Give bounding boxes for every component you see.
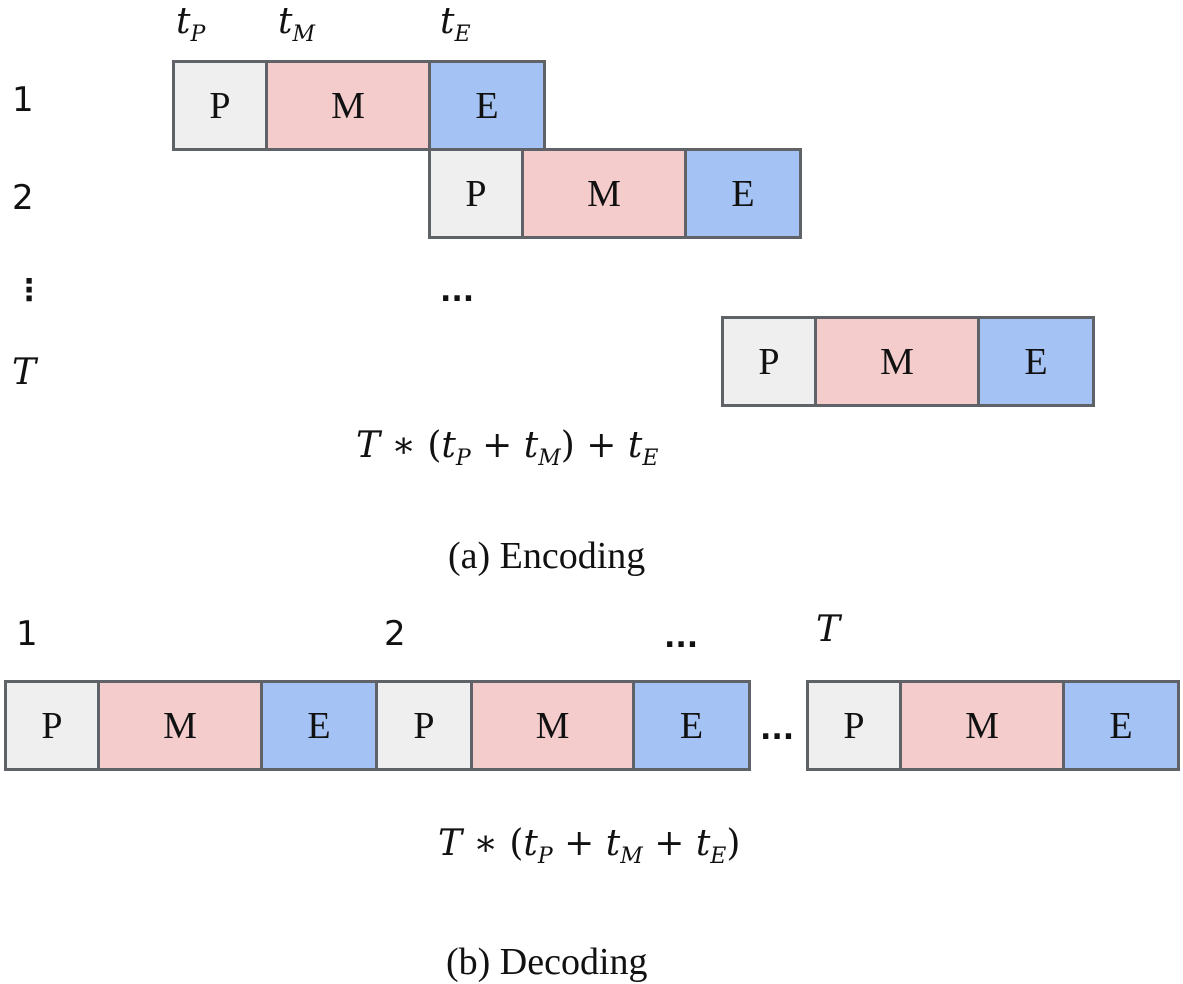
row-label-1: 1 xyxy=(12,80,34,120)
enc-row1-block-e: E xyxy=(428,60,546,151)
dec-stepT-block-p: P xyxy=(806,680,902,771)
header-te: tE xyxy=(440,1,471,47)
dec-stepT-block-e: E xyxy=(1062,680,1180,771)
enc-rowT-block-p: P xyxy=(721,316,817,407)
row-label-vdots: ⋮ xyxy=(14,273,44,308)
header-tm: tM xyxy=(278,1,315,47)
row-label-T: T xyxy=(12,352,37,393)
enc-row1-block-p: P xyxy=(172,60,268,151)
enc-ellipsis: ... xyxy=(440,274,475,309)
dec-ellipsis: ... xyxy=(760,712,795,747)
dec-step-label-1: 1 xyxy=(16,614,38,654)
header-tp: tP xyxy=(176,1,206,47)
enc-row1-block-m: M xyxy=(265,60,431,151)
enc-row2-block-e: E xyxy=(684,148,802,239)
decoding-formula: T ∗ (tP + tM + tE) xyxy=(438,823,741,869)
dec-stepT-block-m: M xyxy=(899,680,1065,771)
row-label-2: 2 xyxy=(12,178,34,218)
enc-rowT-block-m: M xyxy=(814,316,980,407)
encoding-formula: T ∗ (tP + tM) + tE xyxy=(356,425,659,471)
encoding-caption: (a) Encoding xyxy=(448,535,646,577)
enc-rowT-block-e: E xyxy=(977,316,1095,407)
dec-step2-block-p: P xyxy=(375,680,473,771)
dec-step1-block-p: P xyxy=(4,680,100,771)
dec-step-label-T: T xyxy=(816,609,841,650)
dec-step-label-ellipsis: ... xyxy=(664,620,699,655)
enc-row2-block-p: P xyxy=(428,148,524,239)
dec-step1-block-e: E xyxy=(260,680,378,771)
dec-step2-block-m: M xyxy=(470,680,635,771)
dec-step2-block-e: E xyxy=(632,680,751,771)
decoding-caption: (b) Decoding xyxy=(446,941,648,983)
dec-step1-block-m: M xyxy=(97,680,263,771)
enc-row2-block-m: M xyxy=(521,148,687,239)
dec-step-label-2: 2 xyxy=(384,614,406,654)
